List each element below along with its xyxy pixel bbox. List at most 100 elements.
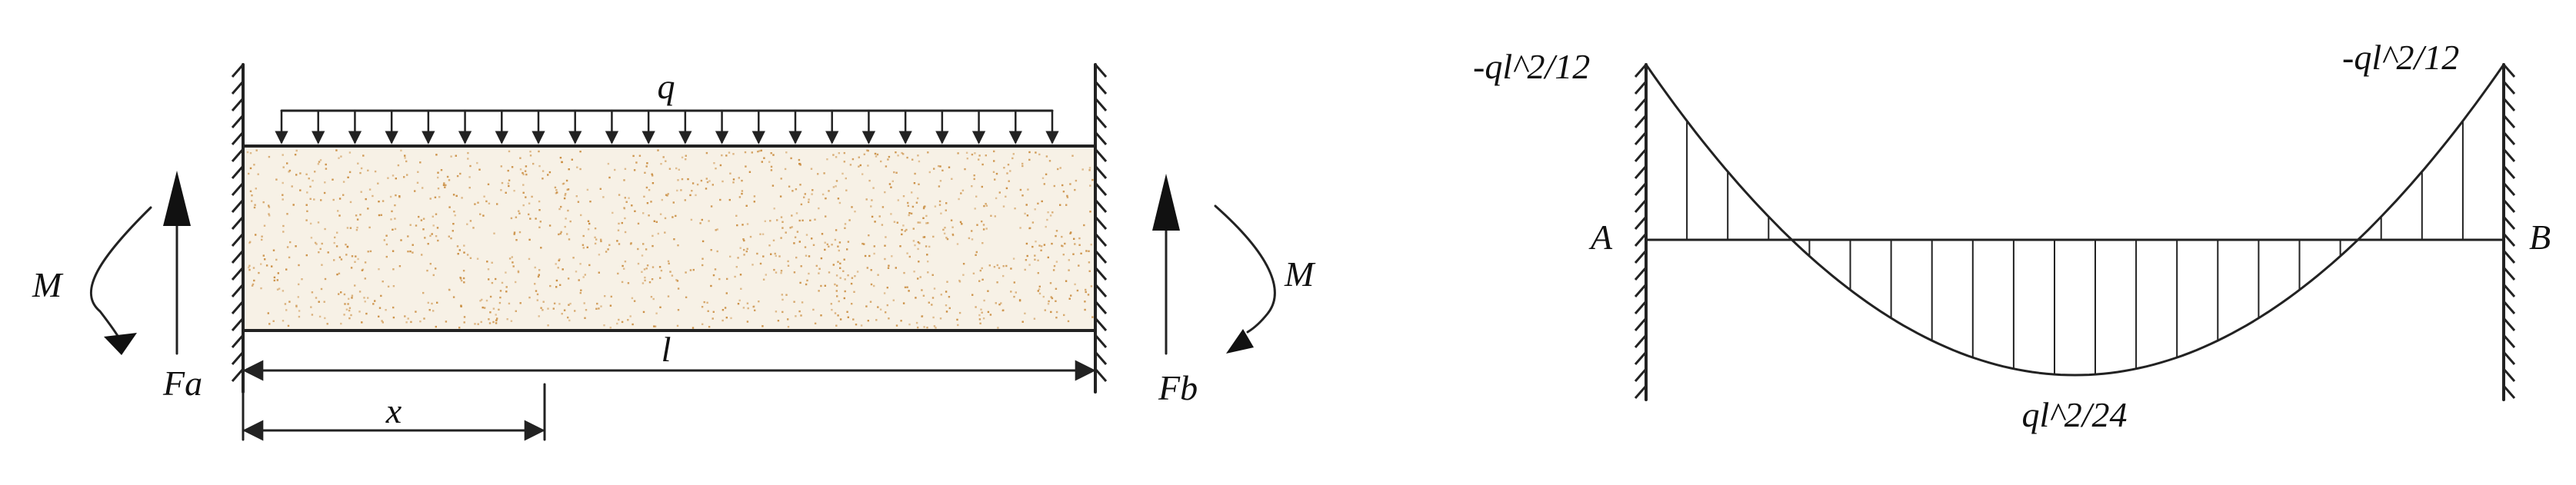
speckle xyxy=(251,200,253,202)
speckle xyxy=(506,318,508,321)
speckle xyxy=(286,246,289,248)
speckle xyxy=(917,221,919,224)
speckle xyxy=(340,322,342,325)
moment-right-label: M xyxy=(1284,254,1316,294)
speckle xyxy=(368,226,371,229)
speckle xyxy=(583,302,585,304)
speckle xyxy=(1005,187,1008,190)
speckle xyxy=(282,194,284,196)
speckle xyxy=(584,274,586,276)
speckle xyxy=(948,307,951,310)
speckle xyxy=(689,269,692,271)
speckle xyxy=(315,243,318,245)
speckle xyxy=(508,184,510,188)
speckle xyxy=(1071,154,1074,157)
speckle xyxy=(1002,265,1005,267)
speckle xyxy=(758,150,761,152)
speckle xyxy=(917,326,919,329)
speckle xyxy=(427,301,429,304)
speckle xyxy=(1055,317,1058,319)
speckle xyxy=(342,181,345,183)
speckle xyxy=(931,304,933,306)
speckle xyxy=(933,168,935,170)
speckle xyxy=(843,151,845,154)
speckle xyxy=(252,267,255,269)
speckle xyxy=(729,255,731,257)
speckle xyxy=(1013,281,1015,284)
speckle xyxy=(458,249,461,251)
speckle xyxy=(691,182,695,184)
speckle xyxy=(842,270,845,272)
speckle xyxy=(853,291,855,293)
speckle xyxy=(565,218,567,220)
speckle xyxy=(1069,232,1071,234)
speckle xyxy=(780,216,783,218)
speckle xyxy=(478,168,481,171)
speckle xyxy=(321,264,323,266)
speckle xyxy=(407,235,409,238)
speckle xyxy=(1075,179,1078,182)
speckle xyxy=(561,161,563,164)
speckle xyxy=(299,172,302,174)
speckle xyxy=(757,151,759,153)
speckle xyxy=(708,220,710,222)
speckle xyxy=(891,255,893,257)
speckle xyxy=(658,266,661,268)
speckle xyxy=(415,311,417,313)
speckle xyxy=(715,168,717,170)
speckle xyxy=(309,198,312,200)
speckle xyxy=(770,152,772,154)
speckle xyxy=(839,277,841,279)
speckle xyxy=(528,213,530,216)
speckle xyxy=(579,291,582,294)
speckle xyxy=(795,212,798,214)
hatch-line xyxy=(2502,317,2516,331)
speckle xyxy=(948,166,951,168)
speckle xyxy=(873,252,875,255)
speckle xyxy=(838,300,840,303)
speckle xyxy=(612,211,614,214)
speckle xyxy=(779,195,782,198)
speckle xyxy=(1024,312,1026,314)
speckle xyxy=(743,239,745,242)
speckle xyxy=(932,316,935,319)
speckle xyxy=(1048,300,1050,303)
speckle xyxy=(885,165,888,168)
speckle xyxy=(357,162,359,164)
speckle xyxy=(518,231,522,234)
speckle xyxy=(861,242,864,245)
speckle xyxy=(607,162,610,165)
speckle xyxy=(1085,250,1088,252)
speckle xyxy=(579,151,582,153)
speckle xyxy=(616,240,618,242)
speckle xyxy=(1073,238,1075,240)
speckle xyxy=(690,218,693,221)
speckle xyxy=(556,191,558,194)
speckle xyxy=(687,178,689,181)
speckle xyxy=(548,171,552,174)
speckle xyxy=(789,227,791,229)
speckle xyxy=(624,231,627,234)
speckle xyxy=(432,310,435,312)
speckle xyxy=(410,321,412,324)
speckle xyxy=(629,315,632,317)
speckle xyxy=(741,192,743,195)
speckle xyxy=(412,244,414,246)
speckle xyxy=(933,287,936,290)
speckle xyxy=(535,218,537,220)
speckle xyxy=(569,220,572,223)
speckle xyxy=(448,179,451,181)
hatch-line xyxy=(2502,165,2516,179)
end-right-label: -ql^2/12 xyxy=(2342,38,2459,77)
speckle xyxy=(567,316,569,319)
speckle xyxy=(684,199,686,201)
speckle xyxy=(980,308,982,311)
speckle xyxy=(847,316,849,318)
speckle xyxy=(481,298,483,301)
speckle xyxy=(407,251,409,253)
mid-label: ql^2/24 xyxy=(2022,395,2128,434)
speckle xyxy=(488,202,491,204)
speckle xyxy=(939,165,941,168)
speckle xyxy=(866,149,868,151)
